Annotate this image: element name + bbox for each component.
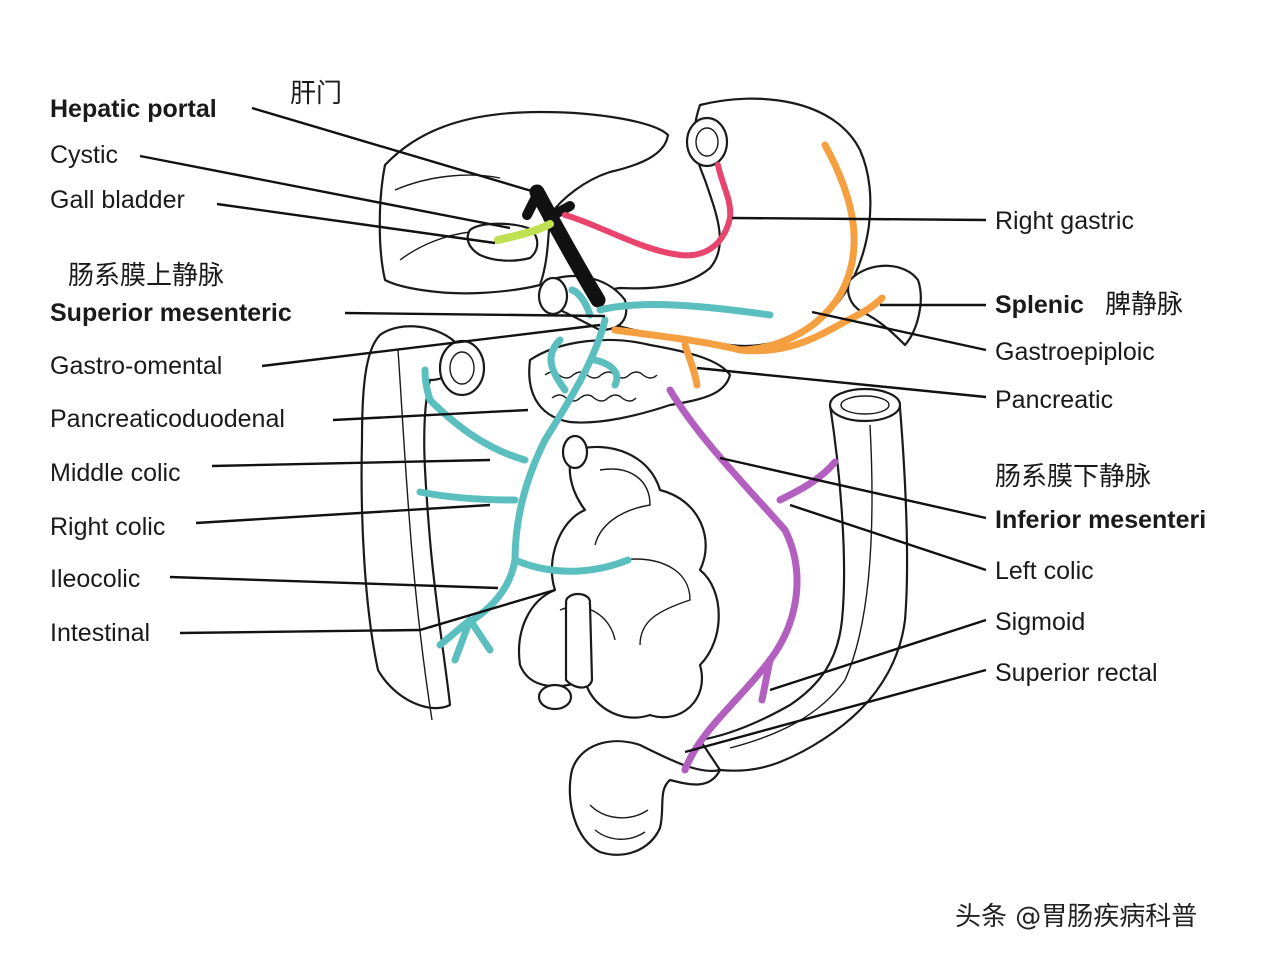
label-gastro-omental: Gastro-omental xyxy=(50,352,222,380)
leader-hepatic-portal xyxy=(251,106,536,194)
descending-colon-opening xyxy=(828,387,902,423)
right-colic-vein xyxy=(416,488,519,504)
esophagus-inner xyxy=(695,127,719,157)
leader-right-colic xyxy=(195,503,491,525)
leader-cystic xyxy=(139,154,511,230)
label-sup-mesenteric-cn: 肠系膜上静脉 xyxy=(68,261,224,291)
leader-pancreatic xyxy=(696,366,987,399)
intestine-fold-2 xyxy=(619,558,691,646)
transverse-colon-inner xyxy=(449,351,475,385)
rectum-folds xyxy=(589,804,649,840)
leader-superior-rectal xyxy=(684,668,987,754)
gastro-omental-vein xyxy=(596,301,774,319)
label-left-colic: Left colic xyxy=(995,557,1094,585)
label-inferior-mesenteric: Inferior mesenteri xyxy=(995,506,1206,534)
small-intestine xyxy=(517,445,720,719)
transverse-colon-cut xyxy=(438,339,486,397)
label-splenic: Splenic xyxy=(995,291,1084,319)
label-inf-mesenteric-cn: 肠系膜下静脉 xyxy=(995,462,1151,492)
watermark: 头条 @胃肠疾病科普 xyxy=(955,902,1197,932)
leader-middle-colic xyxy=(211,458,491,468)
leader-inferior-mesenteric xyxy=(719,456,987,520)
leader-superior-mesenteric xyxy=(344,311,606,318)
label-right-gastric: Right gastric xyxy=(995,207,1134,235)
label-hilum-cn: 肝门 xyxy=(290,79,342,109)
middle-colic-vein xyxy=(421,366,529,464)
label-ileocolic: Ileocolic xyxy=(50,565,140,593)
leader-gastro-omental xyxy=(261,323,601,368)
label-sigmoid: Sigmoid xyxy=(995,608,1085,636)
label-hepatic-portal: Hepatic portal xyxy=(50,95,217,123)
pancreaticoduodenal-vein xyxy=(547,336,621,394)
label-cystic: Cystic xyxy=(50,141,118,169)
leader-ileocolic xyxy=(169,575,499,590)
label-gall-bladder: Gall bladder xyxy=(50,186,185,214)
ileocolic-vein xyxy=(511,556,632,575)
label-right-colic: Right colic xyxy=(50,513,165,541)
gastroepiploic-vein xyxy=(736,141,858,354)
pancreas-texture xyxy=(544,371,658,402)
label-splenic-cn: 脾静脉 xyxy=(1105,290,1183,320)
pancreatic-vein xyxy=(681,341,701,389)
leader-sigmoid xyxy=(769,618,987,692)
leader-right-gastric xyxy=(731,216,987,222)
portal-branch-liver xyxy=(522,190,542,220)
leader-intestinal xyxy=(179,588,556,635)
esophagus-opening xyxy=(685,116,729,168)
right-gastric-vein xyxy=(562,162,734,259)
duodenum-opening xyxy=(537,276,569,316)
intestinal-veins xyxy=(436,616,494,664)
label-middle-colic: Middle colic xyxy=(50,459,181,487)
teal-branch-top xyxy=(568,286,594,319)
leader-pancreaticoduodenal xyxy=(332,408,529,422)
descending-colon-inner xyxy=(840,395,890,415)
descending-colon xyxy=(698,393,909,772)
label-intestinal: Intestinal xyxy=(50,619,150,647)
liver-lobe-line xyxy=(394,174,501,191)
ileum-tube xyxy=(564,603,594,689)
colon-taenia xyxy=(397,349,433,721)
superior-mesenteric-vein xyxy=(461,316,609,629)
jejunum-opening xyxy=(561,434,589,470)
liver xyxy=(378,110,670,295)
sigmoid-vein xyxy=(758,656,774,704)
leader-gall-bladder xyxy=(216,202,496,245)
sigmoid-rectum xyxy=(568,740,722,856)
splenic-vein xyxy=(611,294,886,355)
leader-left-colic xyxy=(789,503,987,572)
label-superior-mesenteric: Superior mesenteric xyxy=(50,299,292,327)
label-superior-rectal: Superior rectal xyxy=(995,659,1158,687)
label-pancreaticoduodenal: Pancreaticoduodenal xyxy=(50,405,285,433)
loop-opening xyxy=(537,683,573,711)
leader-gastroepiploic xyxy=(811,310,987,352)
left-colic-vein xyxy=(776,458,839,504)
cystic-vein xyxy=(494,220,554,244)
portal-branch-right xyxy=(543,201,575,223)
intestine-fold-1 xyxy=(594,468,651,546)
label-gastroepiploic: Gastroepiploic xyxy=(995,338,1155,366)
label-pancreatic: Pancreatic xyxy=(995,386,1113,414)
hepatic-portal-vein xyxy=(529,184,606,308)
liver-inner-line xyxy=(399,231,471,261)
